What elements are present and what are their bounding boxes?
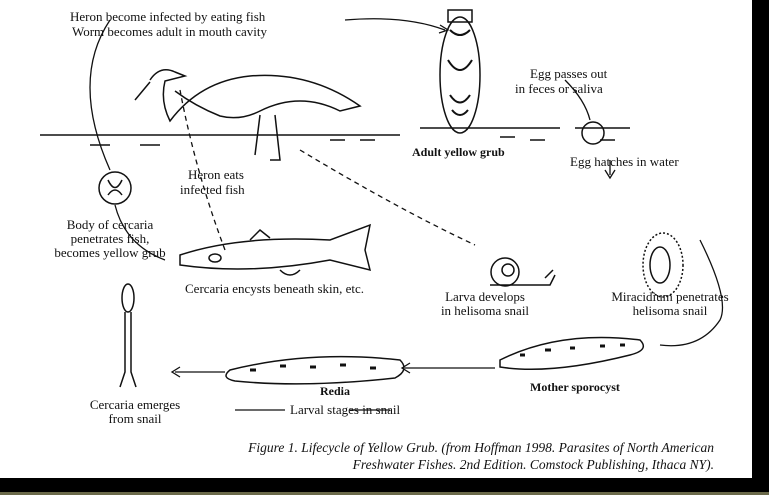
egg-icon — [581, 121, 605, 145]
label-egg-hatches: Egg hatches in water — [570, 154, 679, 169]
label-line: becomes yellow grub — [54, 245, 166, 260]
label-worm-adult: Worm becomes adult in mouth cavity — [72, 24, 267, 39]
fish-icon — [179, 223, 372, 276]
label-line: from snail — [108, 411, 162, 426]
label-line: penetrates fish, — [70, 231, 150, 246]
label-line: in helisoma snail — [440, 303, 530, 318]
cercaria-body-icon — [98, 171, 132, 205]
label-line: helisoma snail — [632, 303, 708, 318]
label-cercaria-emerges: Cercaria emerges from snail — [80, 398, 190, 426]
label-adult-grub: Adult yellow grub — [412, 145, 505, 159]
label-line: Miracidium penetrates — [611, 289, 729, 304]
label-in-feces: in feces or saliva — [515, 81, 603, 96]
label-egg-passes: Egg passes out — [530, 66, 608, 81]
lifecycle-arrows — [89, 18, 724, 411]
dashed-arrows — [179, 89, 476, 251]
label-heron-eats: Heron eats — [188, 167, 244, 182]
label-cercaria-encysts: Cercaria encysts beneath skin, etc. — [185, 281, 365, 296]
cercaria-icon — [119, 283, 137, 388]
lifecycle-illustration — [40, 9, 724, 411]
label-line: Body of cercaria — [66, 217, 154, 232]
label-line: Larva develops — [445, 289, 525, 304]
label-heron-infected: Heron become infected by eating fish — [70, 9, 266, 24]
label-miracidium: Miracidium penetrates helisoma snail — [595, 290, 745, 318]
water-line — [40, 127, 630, 146]
caption-line-1: Figure 1. Lifecycle of Yellow Grub. (fro… — [248, 440, 714, 455]
label-mother-sporocyst: Mother sporocyst — [530, 380, 620, 394]
snail-icon — [490, 257, 556, 287]
label-line: Cercaria emerges — [89, 397, 181, 412]
label-larval-stages: Larval stages in snail — [290, 402, 401, 417]
redia-icon — [225, 355, 405, 385]
label-larva: Larva develops in helisoma snail — [430, 290, 540, 318]
adult-grub-icon — [439, 9, 481, 134]
mother-sporocyst-icon — [499, 336, 645, 370]
heron-icon — [134, 69, 362, 161]
label-body-cercaria: Body of cercaria penetrates fish, become… — [40, 218, 180, 260]
miracidium-icon — [642, 232, 684, 298]
caption-line-2: Freshwater Fishes. 2nd Edition. Comstock… — [352, 457, 714, 472]
label-infected-fish: infected fish — [180, 182, 245, 197]
label-redia: Redia — [320, 384, 350, 398]
